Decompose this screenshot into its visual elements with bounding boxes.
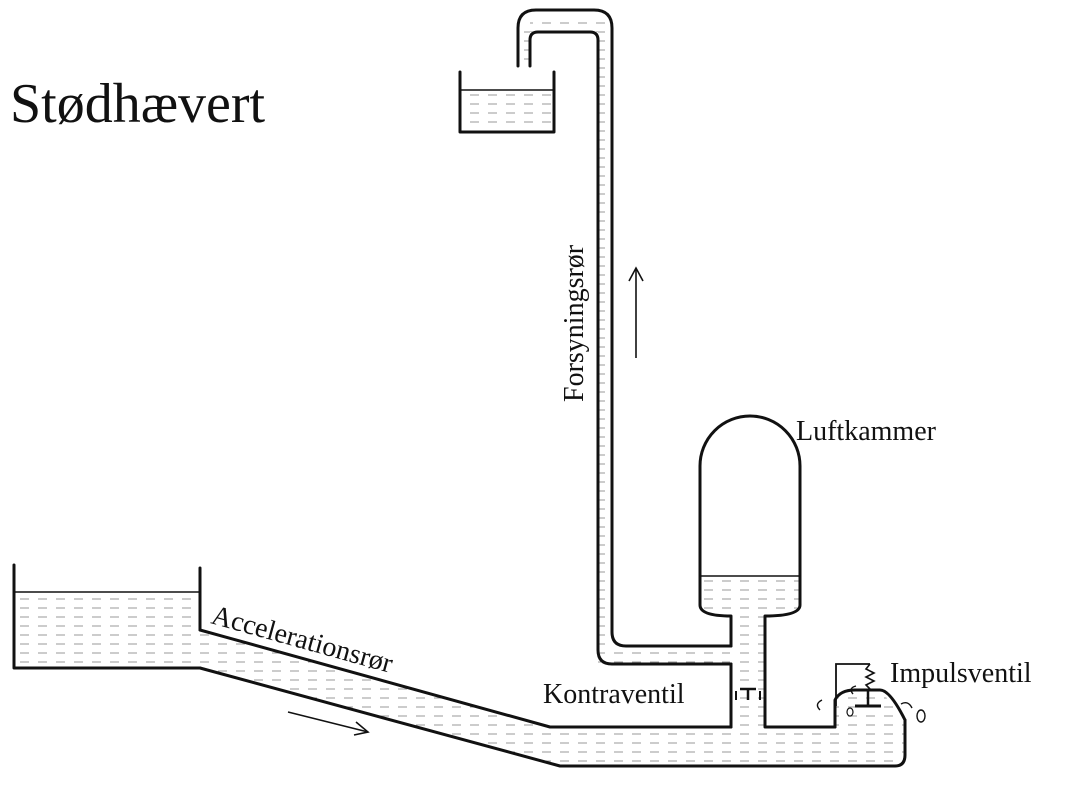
impulse-valve	[816, 663, 926, 729]
label-check-valve: Kontraventil	[543, 679, 685, 710]
supply-pipe	[516, 8, 733, 666]
water-fills	[14, 20, 905, 766]
label-supply-pipe: Forsyningsrør	[559, 244, 590, 402]
acceleration-pipe	[198, 628, 907, 768]
diagram-title: Stødhævert	[10, 73, 266, 135]
flow-arrow-acceleration	[287, 711, 370, 736]
air-chamber	[698, 414, 837, 729]
source-reservoir	[12, 563, 202, 670]
check-valve	[735, 687, 761, 700]
flow-arrow-supply	[628, 266, 644, 358]
upper-tank	[458, 70, 556, 134]
label-air-chamber: Luftkammer	[796, 416, 937, 447]
label-impulse-valve: Impulsventil	[890, 658, 1032, 689]
